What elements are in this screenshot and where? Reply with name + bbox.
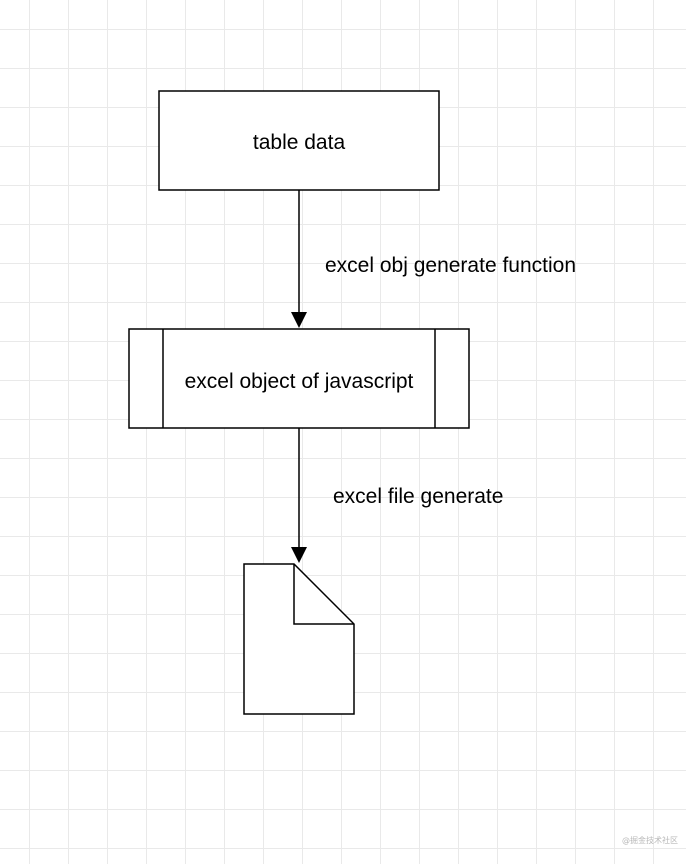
- node-excel-object[interactable]: excel object of javascript: [128, 328, 470, 429]
- edge-generate-file-label: excel file generate: [333, 485, 503, 508]
- edge-generate-file-arrowhead: [291, 547, 307, 563]
- edge-generate-obj: excel obj generate function: [291, 190, 576, 328]
- edge-generate-file: excel file generate: [291, 428, 503, 563]
- document-fold-icon: [293, 564, 354, 625]
- node-table-data[interactable]: table data: [158, 90, 440, 191]
- node-excel-object-label: excel object of javascript: [185, 370, 414, 393]
- node-table-data-box: [158, 90, 440, 191]
- document-icon: [243, 563, 355, 715]
- node-table-data-label: table data: [253, 131, 346, 154]
- watermark: @掘金技术社区: [622, 836, 678, 845]
- edge-generate-obj-label: excel obj generate function: [325, 254, 576, 277]
- edge-generate-obj-arrowhead: [291, 312, 307, 328]
- node-excel-object-box: [128, 328, 470, 429]
- node-excel-file[interactable]: [243, 563, 355, 715]
